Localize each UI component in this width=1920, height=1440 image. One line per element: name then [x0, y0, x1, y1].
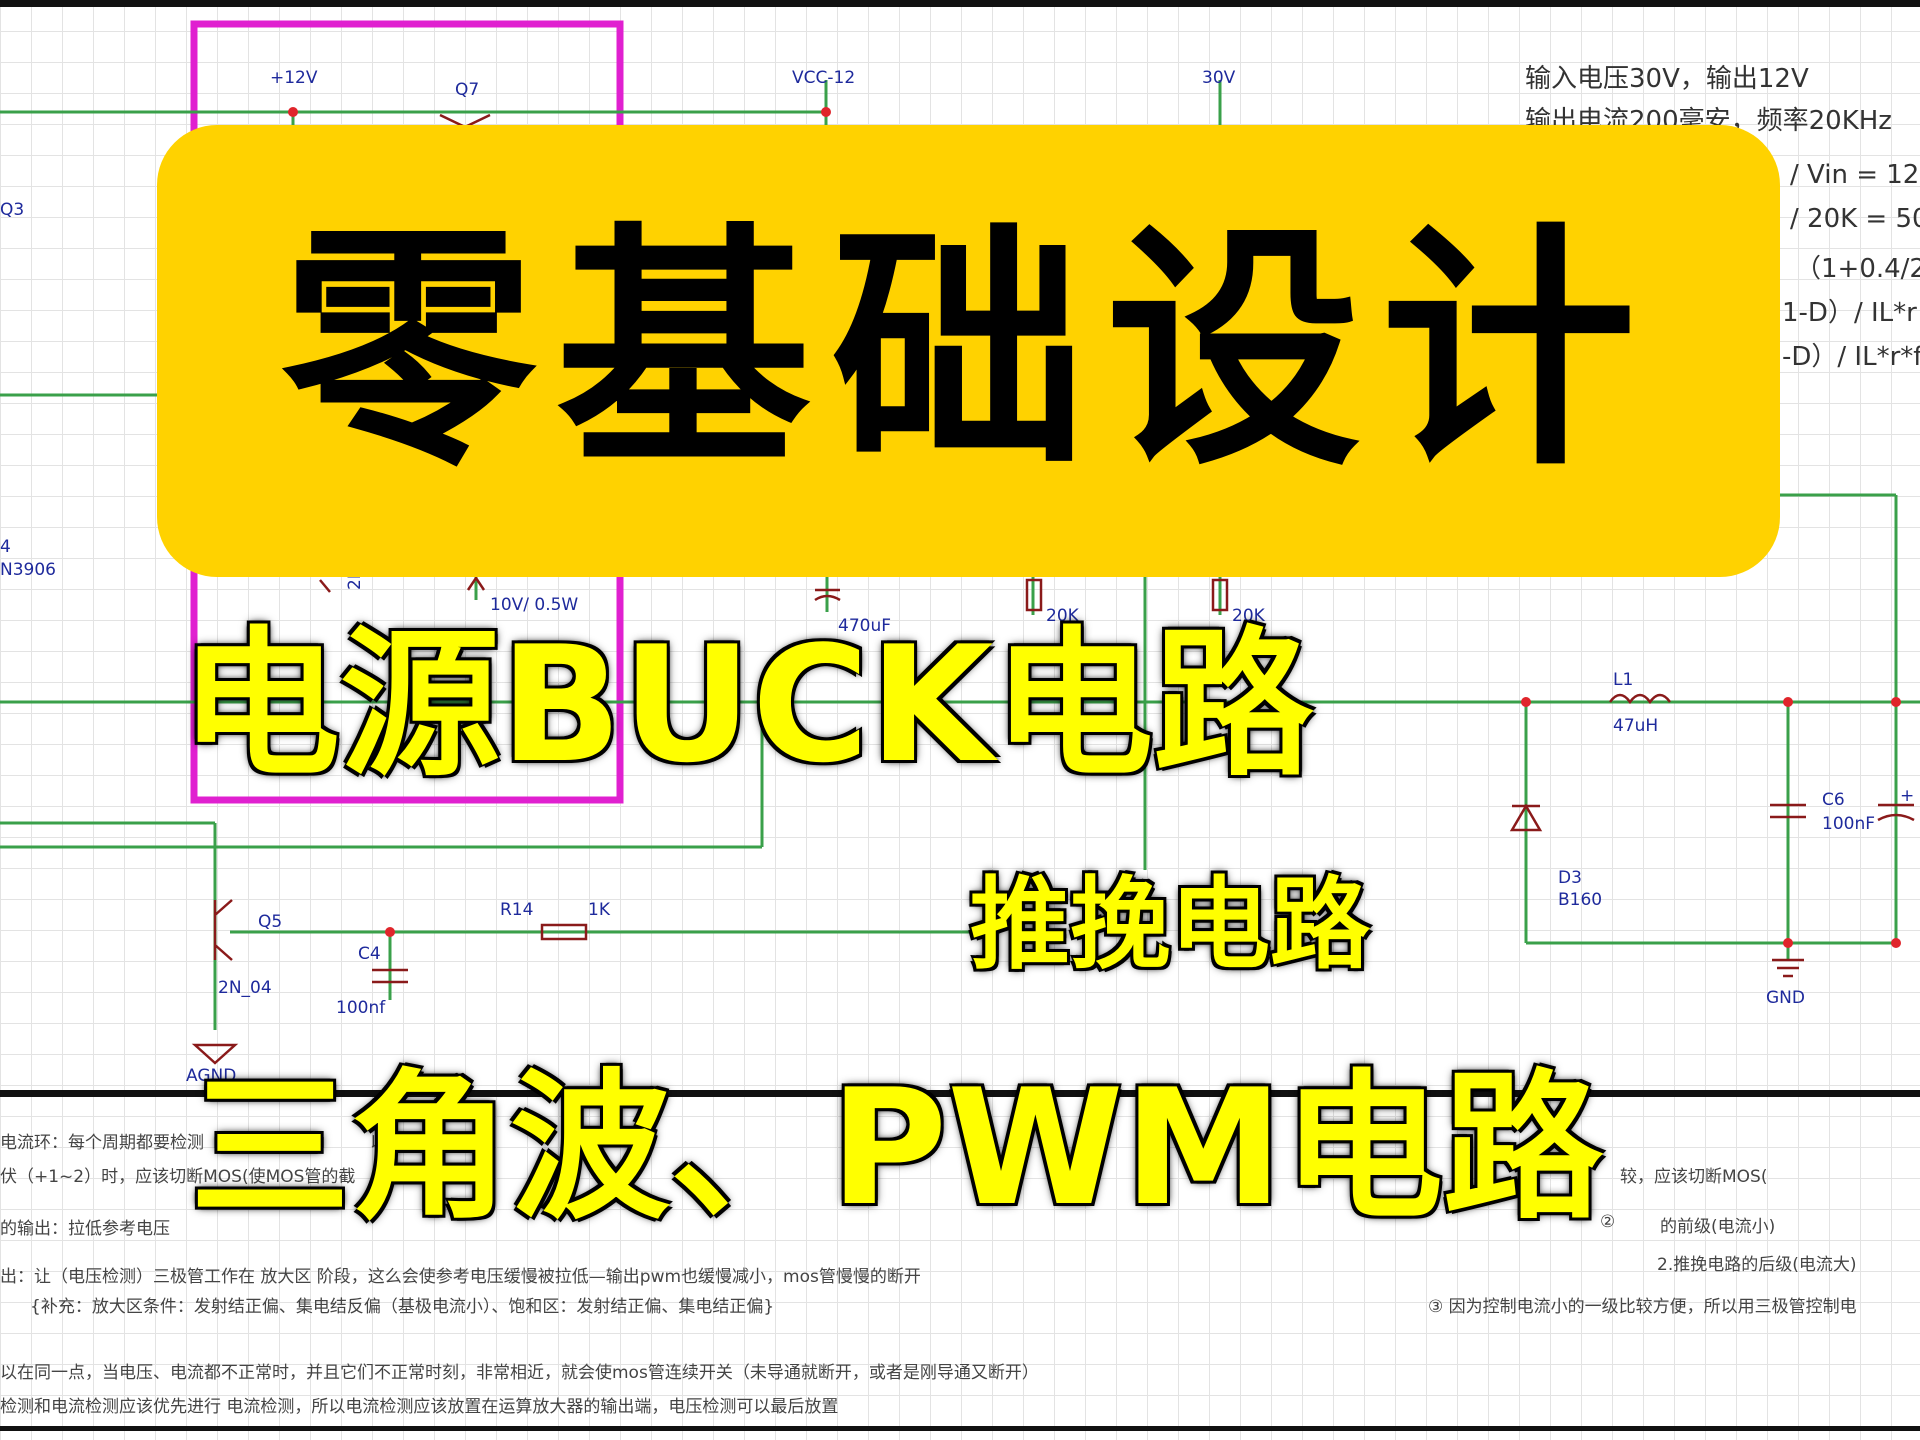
c6-value-label: 100nF: [1822, 814, 1876, 834]
c4-label: C4: [358, 944, 381, 964]
note-transistor-control: ③ 因为控制电流小的一级比较方便，所以用三极管控制电: [1428, 1297, 1857, 1317]
note-amplifier-region: 出：让（电压检测）三极管工作在 放大区 阶段，这么会使参考电压缓慢被拉低—输出p…: [0, 1267, 921, 1287]
note-capacitance-formula: -D）/ IL*r*f: [1782, 342, 1920, 372]
c6-label: C6: [1822, 790, 1845, 810]
note-supplement: {补充：放大区条件：发射结正偏、集电结反偏（基极电流小）、饱和区：发射结正偏、集…: [30, 1297, 775, 1317]
q4-label: 4: [0, 537, 11, 557]
note-current-loop-tail: 以多个: [370, 1133, 421, 1153]
rail-plus12-label: +12V: [270, 68, 318, 88]
note-ripple-factor: （1+0.4/2): [1795, 254, 1920, 284]
note-rear-stage: 2.推挽电路的后级(电流大): [1657, 1255, 1857, 1275]
q7-label: Q7: [455, 80, 480, 100]
r14-label: R14: [500, 900, 534, 920]
top-border: [0, 0, 1920, 7]
q5-label: Q5: [258, 912, 283, 932]
note-inductance-formula: 1-D）/ IL*r: [1782, 298, 1917, 328]
overlay-push-pull: 推挽电路: [970, 866, 1370, 983]
note-lower-reference: 的输出：拉低参考电压: [0, 1219, 170, 1239]
note-current-loop: 电流环：每个周期都要检测: [0, 1133, 204, 1153]
agnd-label: AGND: [186, 1066, 237, 1086]
note-cutoff-mos-right: 较，应该切断MOS(: [1620, 1167, 1768, 1187]
cap-470uf-label: 470uF: [838, 616, 892, 636]
d3-label: D3: [1558, 868, 1582, 888]
d3-type-label: B160: [1558, 890, 1603, 910]
l1-value-label: 47uH: [1613, 716, 1659, 736]
rail-30v-label: 30V: [1202, 68, 1236, 88]
rail-vcc12-label: VCC-12: [792, 68, 856, 88]
r20k-a-label: 20K: [1046, 606, 1079, 626]
r14-value-label: 1K: [588, 900, 610, 920]
c4-value-label: 100nf: [336, 998, 386, 1018]
note-period: / 20K = 50u: [1790, 204, 1920, 234]
note-circled-2: ②: [1600, 1212, 1616, 1232]
note-duty-cycle: / Vin = 12 /: [1790, 160, 1920, 190]
q4-type-label: N3906: [0, 560, 56, 580]
section-divider-top: [0, 1090, 1920, 1097]
title-banner: 零基础设计: [157, 125, 1780, 577]
q5-type-label: 2N_04: [218, 978, 272, 998]
gnd-label: GND: [1766, 988, 1805, 1008]
overlay-buck-circuit: 电源BUCK电路: [180, 611, 1314, 798]
resistor-10v-label: 10V/ 0.5W: [490, 595, 579, 615]
note-same-point: 以在同一点，当电压、电流都不正常时，并且它们不正常时刻，非常相近，就会使mos管…: [0, 1363, 1039, 1383]
overlay-pwm-circuit: 三角波、PWM电路: [190, 1054, 1603, 1241]
q3-label: Q3: [0, 200, 25, 220]
section-divider-bottom: [0, 1426, 1920, 1431]
title-banner-text: 零基础设计: [280, 202, 1656, 500]
note-detection-priority: 检测和电流检测应该优先进行 电流检测，所以电流检测应该放置在运算放大器的输出端，…: [0, 1397, 839, 1417]
r20k-b-label: 20K: [1232, 606, 1265, 626]
note-front-stage: 的前级(电流小): [1660, 1217, 1776, 1237]
cap-plus-label: +: [1900, 786, 1915, 806]
note-input-output: 输入电压30V，输出12V: [1525, 64, 1809, 94]
l1-label: L1: [1613, 670, 1634, 690]
note-cutoff-mos: 伏（+1~2）时，应该切断MOS(使MOS管的截: [0, 1167, 356, 1187]
